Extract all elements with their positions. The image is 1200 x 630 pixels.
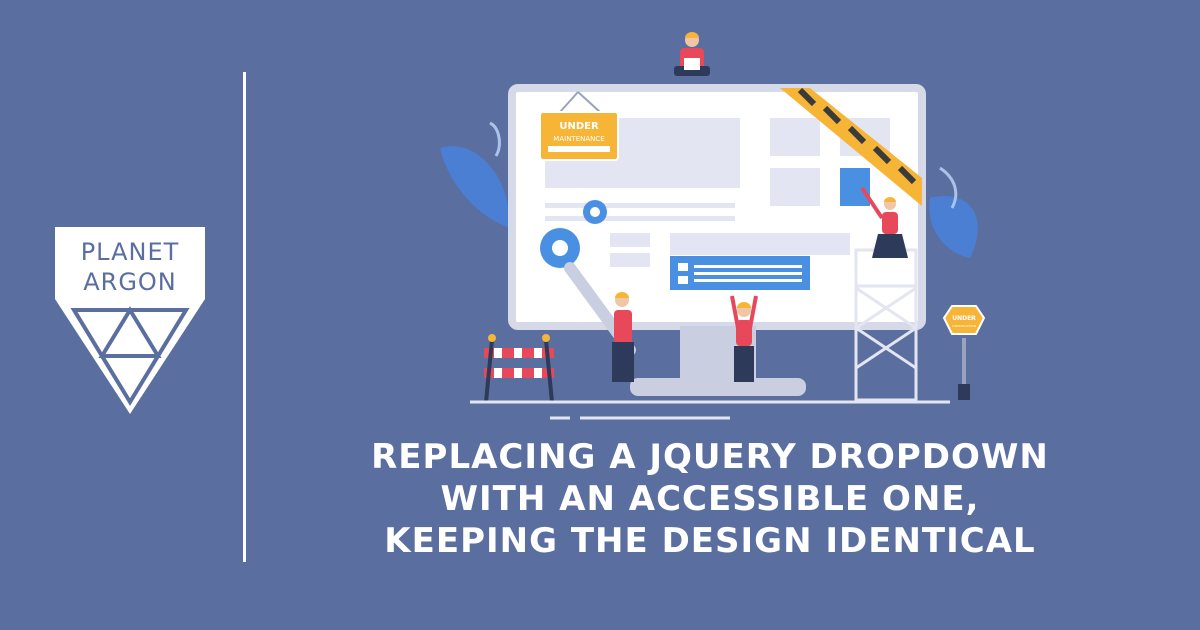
logo-line-1: PLANET bbox=[80, 238, 180, 266]
maintenance-scene: UNDER MAINTENANCE bbox=[440, 32, 986, 420]
article-headline: REPLACING A JQUERY DROPDOWN WITH AN ACCE… bbox=[320, 436, 1100, 562]
headline-line-1: REPLACING A JQUERY DROPDOWN bbox=[371, 437, 1049, 477]
headline-line-2: WITH AN ACCESSIBLE ONE, bbox=[440, 479, 980, 519]
left-leaf-icon bbox=[440, 146, 510, 228]
sign-text-line2: MAINTENANCE bbox=[553, 135, 604, 143]
planet-argon-logo: PLANET ARGON bbox=[52, 224, 208, 419]
logo-shield-icon bbox=[55, 227, 205, 414]
gear-icon bbox=[540, 200, 607, 268]
vertical-divider bbox=[243, 72, 246, 562]
right-leaf-icon bbox=[929, 196, 978, 258]
worker-painting-icon bbox=[860, 186, 908, 258]
monitor-stand bbox=[630, 378, 806, 396]
under-construction-sign-icon: UNDER CONSTRUCTION bbox=[942, 305, 986, 400]
under-maintenance-illustration: UNDER MAINTENANCE bbox=[430, 28, 1010, 428]
worker-wrench-icon bbox=[612, 292, 634, 382]
barrier-icon bbox=[484, 334, 554, 403]
worker-lifting-icon bbox=[730, 295, 758, 382]
sign-text-line1: UNDER bbox=[559, 121, 599, 132]
post-sign-text-line2: CONSTRUCTION bbox=[952, 324, 976, 328]
headline-line-3: KEEPING THE DESIGN IDENTICAL bbox=[384, 521, 1036, 561]
logo-line-2: ARGON bbox=[83, 268, 177, 296]
post-sign-text-line1: UNDER bbox=[952, 315, 976, 322]
worker-laptop-icon bbox=[674, 32, 710, 76]
